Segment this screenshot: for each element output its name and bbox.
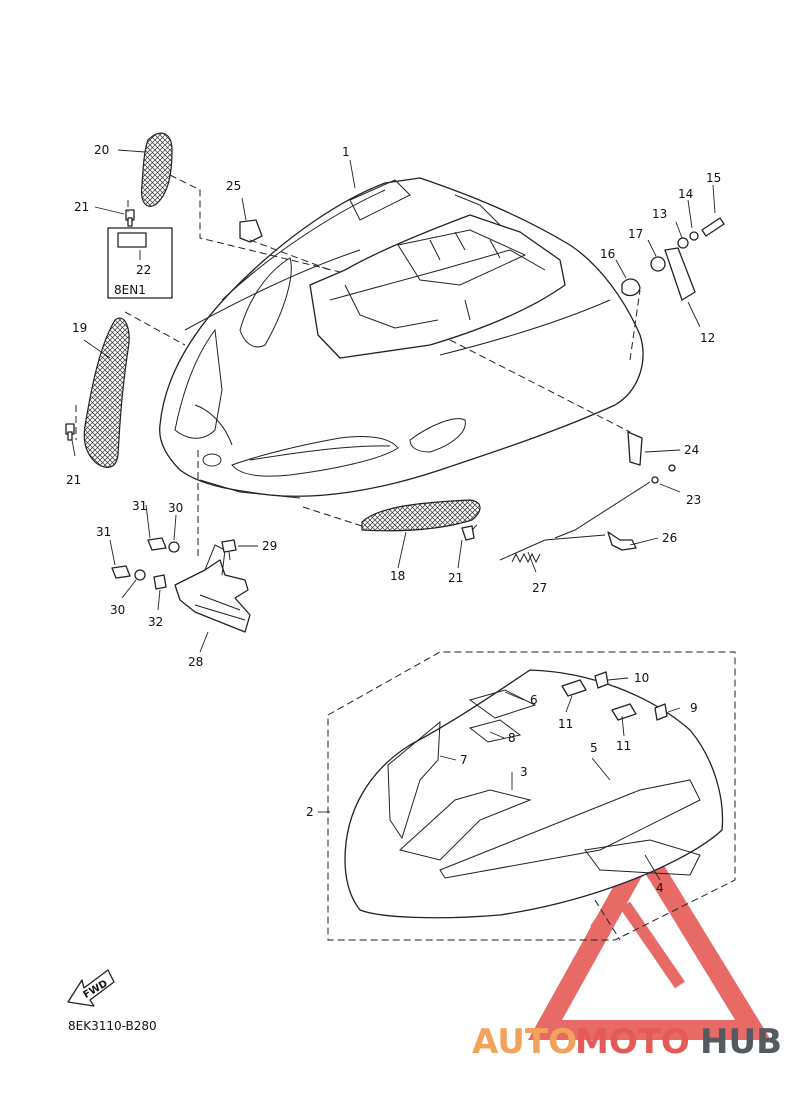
watermark-text: AUTO MOTO HUB bbox=[472, 1022, 782, 1062]
callout-24: 24 bbox=[684, 443, 699, 457]
watermark-hub: HUB bbox=[700, 1022, 782, 1062]
washer-13-14-15 bbox=[677, 217, 725, 249]
callout-28: 28 bbox=[188, 655, 203, 669]
callout-2: 2 bbox=[306, 805, 314, 819]
bracket-24 bbox=[627, 431, 643, 466]
bracket-25 bbox=[239, 219, 263, 243]
clip-21-left bbox=[65, 423, 75, 441]
duct-mesh-18 bbox=[361, 499, 481, 532]
callout-30a: 30 bbox=[168, 501, 183, 515]
clip-21-bottom bbox=[461, 525, 475, 541]
nut-32 bbox=[153, 574, 167, 590]
nut-30-upper bbox=[168, 541, 180, 553]
bracket-28-assembly bbox=[174, 544, 251, 633]
callout-23: 23 bbox=[686, 493, 701, 507]
callout-13: 13 bbox=[652, 207, 667, 221]
callout-31b: 31 bbox=[96, 525, 111, 539]
callout-21c: 21 bbox=[448, 571, 463, 585]
callout-32: 32 bbox=[148, 615, 163, 629]
callout-20: 20 bbox=[94, 143, 109, 157]
callout-5: 5 bbox=[590, 741, 598, 755]
callout-7: 7 bbox=[460, 753, 468, 767]
nut-30-lower bbox=[134, 569, 146, 581]
callout-11a: 11 bbox=[558, 717, 573, 731]
callout-22: 22 bbox=[136, 263, 151, 277]
bolt-29 bbox=[221, 539, 237, 561]
callout-26: 26 bbox=[662, 531, 677, 545]
bolt-31-upper bbox=[147, 537, 167, 551]
callout-31a: 31 bbox=[132, 499, 147, 513]
callout-17: 17 bbox=[628, 227, 643, 241]
callout-8: 8 bbox=[508, 731, 516, 745]
callout-21a: 21 bbox=[74, 200, 89, 214]
callout-numbers: 1 2 3 4 5 6 7 8 9 10 11 11 12 13 14 15 1… bbox=[66, 143, 721, 895]
callout-27: 27 bbox=[532, 581, 547, 595]
model-code-label: 8EN1 bbox=[114, 283, 146, 297]
duct-mesh-19 bbox=[83, 317, 130, 468]
callout-12: 12 bbox=[700, 331, 715, 345]
wire-23 bbox=[554, 464, 676, 539]
grommet-16-17 bbox=[621, 256, 666, 297]
callout-25: 25 bbox=[226, 179, 241, 193]
callout-15: 15 bbox=[706, 171, 721, 185]
callout-11b: 11 bbox=[616, 739, 631, 753]
callout-4: 4 bbox=[656, 881, 664, 895]
callout-9: 9 bbox=[690, 701, 698, 715]
watermark-moto: MOTO bbox=[575, 1022, 690, 1062]
callout-14: 14 bbox=[678, 187, 693, 201]
bolt-31-lower bbox=[111, 565, 131, 579]
drawing-code: 8EK3110-B280 bbox=[68, 1019, 157, 1033]
reference-lines bbox=[75, 174, 641, 941]
callout-30b: 30 bbox=[110, 603, 125, 617]
callout-19: 19 bbox=[72, 321, 87, 335]
clip-21-top bbox=[125, 209, 135, 227]
watermark-auto: AUTO bbox=[472, 1022, 577, 1062]
callout-18: 18 bbox=[390, 569, 405, 583]
front-cowling bbox=[159, 177, 644, 499]
callout-10: 10 bbox=[634, 671, 649, 685]
callout-21b: 21 bbox=[66, 473, 81, 487]
callout-29: 29 bbox=[262, 539, 277, 553]
duct-mesh-20 bbox=[140, 132, 173, 207]
fwd-arrow-icon: FWD bbox=[67, 969, 115, 1007]
spring-27-cable-26 bbox=[499, 531, 637, 564]
callout-16: 16 bbox=[600, 247, 615, 261]
callout-1: 1 bbox=[342, 145, 350, 159]
decal-set-2 bbox=[327, 651, 736, 941]
leader-lines bbox=[71, 149, 716, 881]
callout-6: 6 bbox=[530, 693, 538, 707]
label-box-22 bbox=[107, 227, 173, 299]
callout-3: 3 bbox=[520, 765, 528, 779]
stay-12 bbox=[664, 247, 696, 301]
